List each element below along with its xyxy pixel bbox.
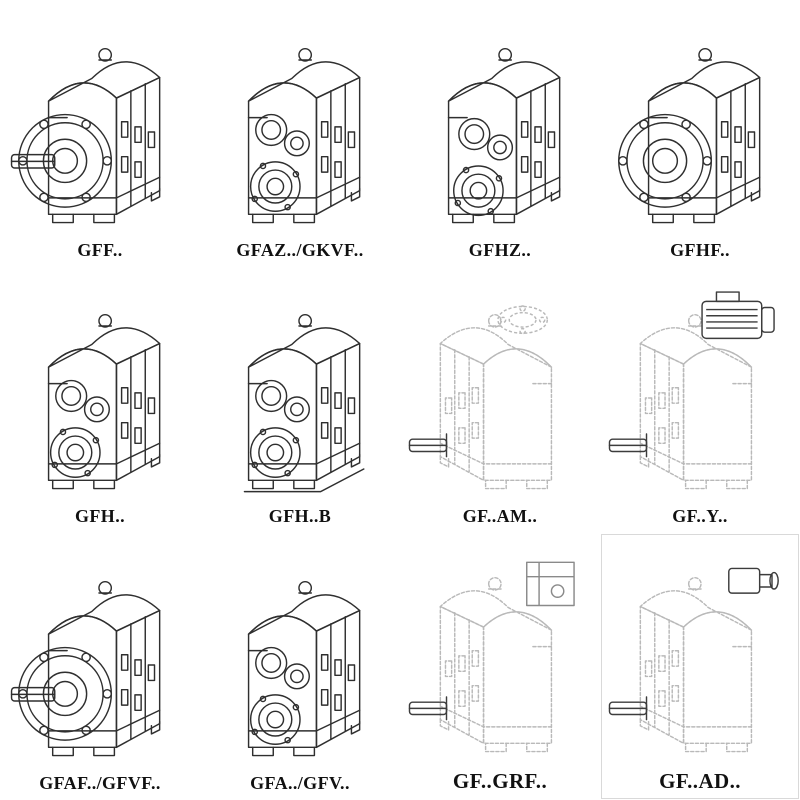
housing-outline bbox=[47, 314, 161, 490]
gearbox-grf-phantom-drawing bbox=[408, 561, 575, 753]
model-label: GF..GRF.. bbox=[452, 768, 548, 793]
catalog-item-gf-ad: GF..AD.. bbox=[600, 533, 800, 800]
shaft-bores bbox=[452, 117, 514, 216]
model-label: GFHF.. bbox=[670, 239, 730, 260]
shaft-bores bbox=[249, 380, 310, 479]
housing-outline-phantom bbox=[639, 576, 753, 753]
gearbox-hollow-shaft-drawing bbox=[247, 580, 361, 757]
grf-cover-box bbox=[526, 561, 575, 607]
gearbox-foot-mounted-drawing bbox=[47, 314, 161, 490]
input-adapter bbox=[728, 567, 779, 594]
model-label: GF..AM.. bbox=[462, 506, 538, 527]
catalog-item-gff: GFF.. bbox=[0, 0, 200, 267]
model-label: GF..AD.. bbox=[659, 768, 741, 793]
gearbox-foot-mounted-base-drawing bbox=[243, 314, 365, 493]
housing-outline bbox=[247, 47, 361, 223]
gearbox-hollow-shaft-drawing bbox=[247, 47, 361, 223]
shaft-bores bbox=[49, 380, 110, 479]
catalog-item-gf-am: GF..AM.. bbox=[400, 267, 600, 534]
model-label: GFHZ.. bbox=[468, 239, 532, 260]
shaft-bores bbox=[249, 646, 310, 745]
catalog-item-gfh: GFH.. bbox=[0, 267, 200, 534]
catalog-item-gfhf: GFHF.. bbox=[600, 0, 800, 267]
catalog-item-gfh-b: GFH..B bbox=[200, 267, 400, 534]
gearbox-output-flange-drawing bbox=[618, 47, 761, 223]
model-label: GFH.. bbox=[75, 506, 125, 527]
model-label: GFH..B bbox=[268, 506, 332, 527]
model-label: GFAF../GFVF.. bbox=[39, 772, 161, 793]
catalog-item-gf-y: GF..Y.. bbox=[600, 267, 800, 534]
model-label: GFA../GFV.. bbox=[250, 772, 350, 793]
shaft-bores bbox=[249, 113, 310, 212]
housing-outline-phantom bbox=[439, 576, 553, 753]
catalog-item-gfaf-gfvf: GFAF../GFVF.. bbox=[0, 533, 200, 800]
gearbox-adapter-phantom-drawing bbox=[608, 567, 779, 753]
output-flange bbox=[618, 113, 713, 208]
model-label: GFF.. bbox=[77, 239, 123, 260]
catalog-item-gfaz-gkvf: GFAZ../GKVF.. bbox=[200, 0, 400, 267]
catalog-item-gfhz: GFHZ.. bbox=[400, 0, 600, 267]
catalog-item-gfa-gfv: GFA../GFV.. bbox=[200, 533, 400, 800]
catalog-item-gf-grf: GF..GRF.. bbox=[400, 533, 600, 800]
gearbox-with-motor-phantom-drawing bbox=[608, 291, 775, 490]
gearbox-input-flange-phantom-drawing bbox=[408, 305, 553, 490]
gearbox-output-flange-shaft-drawing bbox=[10, 580, 161, 757]
gearbox-hollow-shaft-drawing bbox=[447, 47, 561, 223]
housing-outline bbox=[247, 580, 361, 757]
electric-motor bbox=[701, 291, 775, 340]
model-label: GFAZ../GKVF.. bbox=[236, 239, 364, 260]
model-label: GF..Y.. bbox=[672, 506, 728, 527]
input-flange bbox=[497, 305, 549, 335]
gearbox-output-flange-shaft-drawing bbox=[10, 47, 161, 223]
housing-outline-phantom bbox=[639, 314, 753, 490]
housing-outline-phantom bbox=[439, 314, 553, 490]
housing-outline bbox=[247, 314, 361, 490]
